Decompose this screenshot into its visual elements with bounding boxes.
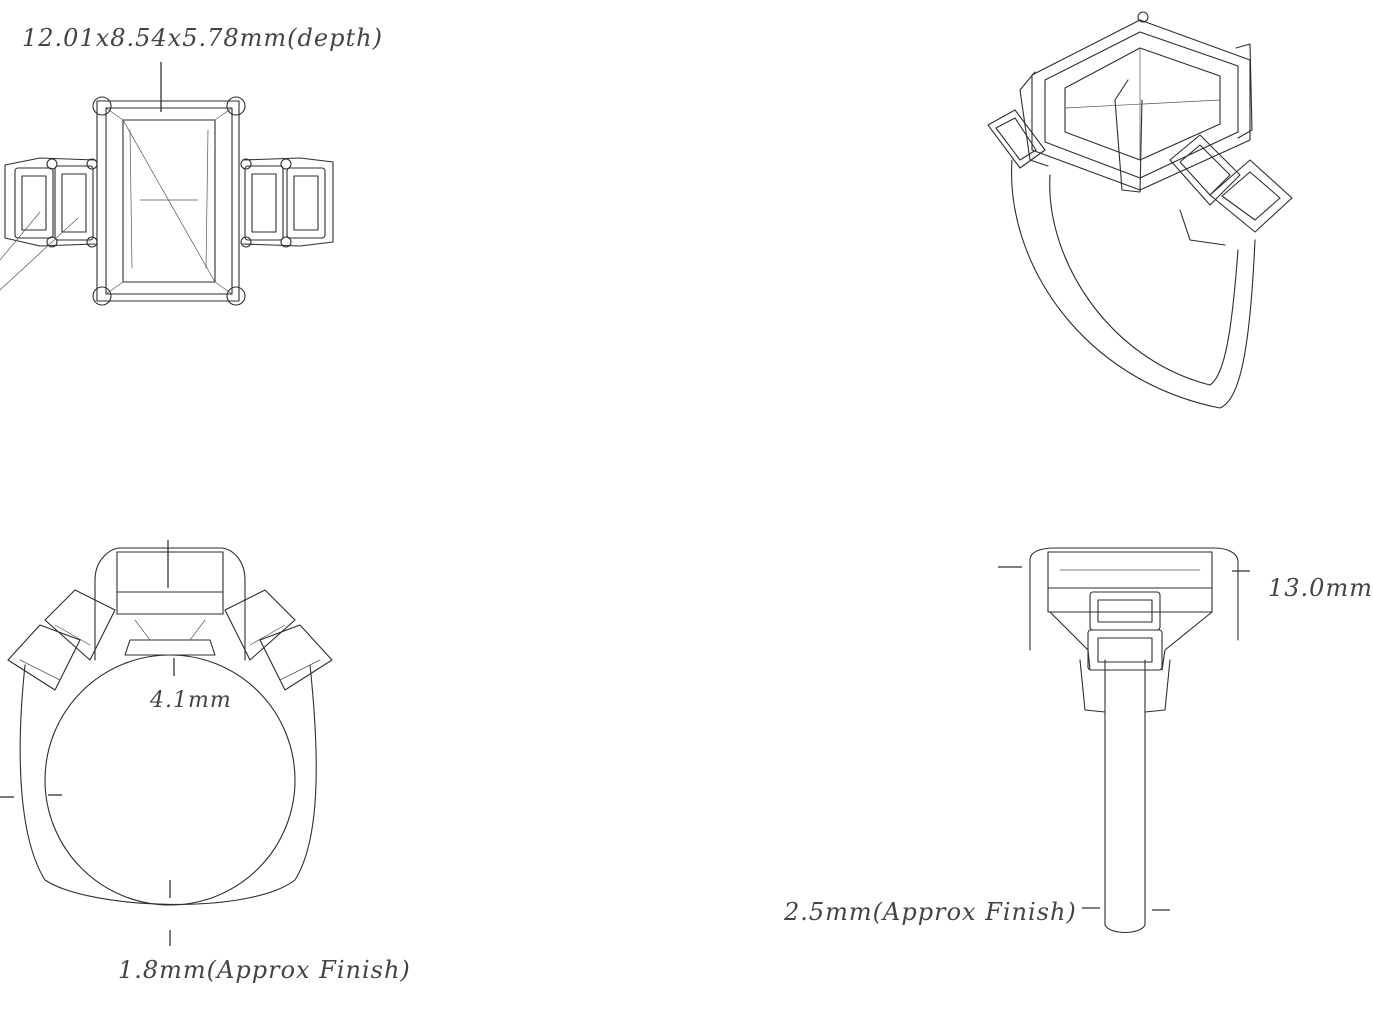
technical-drawing-sheet: 12.01x8.54x5.78mm(depth) 4.1mm 1.8mm(App… — [0, 11, 1372, 984]
shank-thickness-front-label: 1.8mm(Approx Finish) — [118, 956, 411, 984]
front-view — [0, 540, 333, 946]
side-view — [998, 547, 1250, 934]
shank-thickness-side-label: 2.5mm(Approx Finish) — [784, 898, 1077, 926]
stone-size-label: 12.01x8.54x5.78mm(depth) — [22, 24, 383, 52]
top-view — [0, 62, 334, 306]
perspective-view — [987, 11, 1293, 409]
ring-drawing-svg — [0, 11, 1293, 946]
shank-width-top-label: 4.1mm — [150, 688, 232, 713]
setting-height-side-label: 13.0mm — [1268, 574, 1373, 602]
